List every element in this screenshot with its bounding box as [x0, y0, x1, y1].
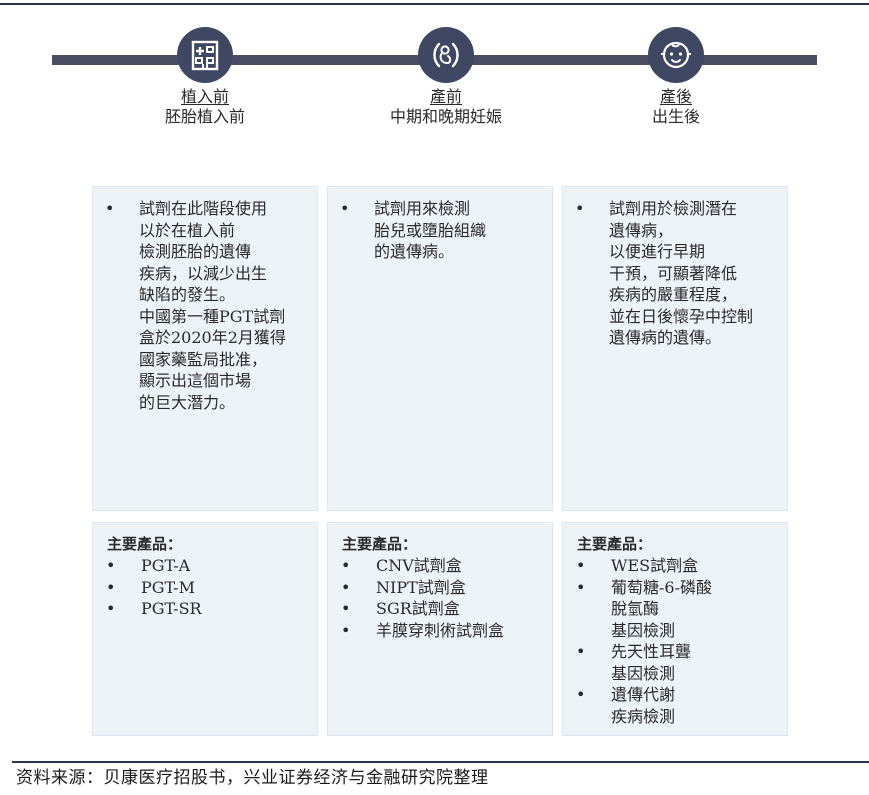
description-text: 試劑用來檢測 胎兒或墮胎組織 的遺傳病。 [374, 199, 487, 261]
products-box-prenatal: 主要產品： • CNV試劑盒 • NIPT試劑盒 • SGR試劑盒 • 羊膜穿刺術試劑盒 [327, 522, 553, 736]
product-name: NIPT試劑盒 [376, 577, 466, 597]
stage-title: 產前 [429, 87, 462, 106]
bullet: • [575, 199, 585, 218]
list-item: • PGT-A [93, 555, 309, 577]
bullet: • [106, 556, 116, 575]
product-name: 遺傳代謝 疾病檢測 [611, 685, 676, 726]
stage-subtitle: 出生後 [651, 107, 700, 126]
list-item: • WES試劑盒 [563, 555, 779, 577]
stage-title: 產後 [659, 87, 692, 106]
product-name: 羊膜穿刺術試劑盒 [376, 620, 505, 640]
list-item: • PGT-SR [93, 598, 309, 620]
description-text: 試劑在此階段使用 以於在植入前 檢測胚胎的遺傳 疾病，以減少出生 缺陷的發生。 … [139, 199, 286, 412]
list-item: • CNV試劑盒 [328, 555, 544, 577]
product-name: PGT-M [141, 577, 195, 597]
bullet: • [576, 556, 586, 575]
list-item: • NIPT試劑盒 [328, 577, 544, 599]
bullet: • [576, 577, 586, 597]
list-item: • PGT-M [93, 577, 309, 599]
product-name: PGT-SR [141, 599, 202, 618]
bullet: • [576, 685, 586, 704]
bullet: • [340, 199, 350, 218]
hospital-icon [177, 27, 233, 83]
bullet: • [341, 599, 351, 618]
product-name: CNV試劑盒 [376, 556, 462, 575]
stage-subtitle: 胚胎植入前 [164, 107, 245, 126]
list-item: • 先天性耳聾 基因檢測 [563, 641, 779, 684]
product-name: PGT-A [141, 556, 191, 575]
bullet: • [341, 556, 351, 575]
products-box-preimplantation: 主要產品： • PGT-A • PGT-M • PGT-SR [92, 522, 318, 736]
bullet: • [106, 599, 116, 618]
stage-preimplantation: 植入前 胚胎植入前 [105, 27, 305, 127]
stage-title: 植入前 [180, 87, 229, 106]
products-heading: 主要產品： [577, 535, 653, 553]
bullet: • [106, 577, 116, 597]
description-text: 試劑用於檢測潛在 遺傳病， 以便進行早期 干預，可顯著降低 疾病的嚴重程度， 並… [609, 199, 754, 347]
stage-postnatal: 產後 出生後 [576, 27, 776, 127]
bullet: • [341, 620, 351, 640]
bullet: • [105, 199, 115, 218]
source-note: 资料来源：贝康医疗招股书，兴业证券经济与金融研究院整理 [16, 768, 489, 788]
product-name: 葡萄糖-6-磷酸 脫氫酶 基因檢測 [611, 577, 712, 640]
description-box-postnatal: • 試劑用於檢測潛在 遺傳病， 以便進行早期 干預，可顯著降低 疾病的嚴重程度，… [562, 186, 788, 511]
bottom-rule [12, 761, 869, 763]
bullet: • [341, 577, 351, 597]
products-heading: 主要產品： [107, 535, 183, 553]
products-list: • PGT-A • PGT-M • PGT-SR [93, 555, 309, 620]
description-box-preimplantation: • 試劑在此階段使用 以於在植入前 檢測胚胎的遺傳 疾病，以減少出生 缺陷的發生… [92, 186, 318, 511]
bullet: • [576, 642, 586, 661]
baby-face-icon [648, 27, 704, 83]
list-item: • SGR試劑盒 [328, 598, 544, 620]
products-box-postnatal: 主要產品： • WES試劑盒 • 葡萄糖-6-磷酸 脫氫酶 基因檢測 • 先天性耳聾 … [562, 522, 788, 736]
products-list: • WES試劑盒 • 葡萄糖-6-磷酸 脫氫酶 基因檢測 • 先天性耳聾 基因檢測 •… [563, 555, 779, 727]
product-name: SGR試劑盒 [376, 599, 460, 618]
stage-prenatal: 產前 中期和晚期妊娠 [346, 27, 546, 127]
fetus-icon [418, 27, 474, 83]
list-item: • 葡萄糖-6-磷酸 脫氫酶 基因檢測 [563, 577, 779, 642]
description-box-prenatal: • 試劑用來檢測 胎兒或墮胎組織 的遺傳病。 [327, 186, 553, 511]
products-heading: 主要產品： [342, 535, 418, 553]
products-list: • CNV試劑盒 • NIPT試劑盒 • SGR試劑盒 • 羊膜穿刺術試劑盒 [328, 555, 544, 641]
product-name: WES試劑盒 [611, 556, 699, 575]
product-name: 先天性耳聾 基因檢測 [611, 642, 692, 683]
list-item: • 遺傳代謝 疾病檢測 [563, 684, 779, 727]
top-rule [0, 3, 869, 5]
stage-subtitle: 中期和晚期妊娠 [389, 107, 502, 126]
list-item: • 羊膜穿刺術試劑盒 [328, 620, 544, 642]
